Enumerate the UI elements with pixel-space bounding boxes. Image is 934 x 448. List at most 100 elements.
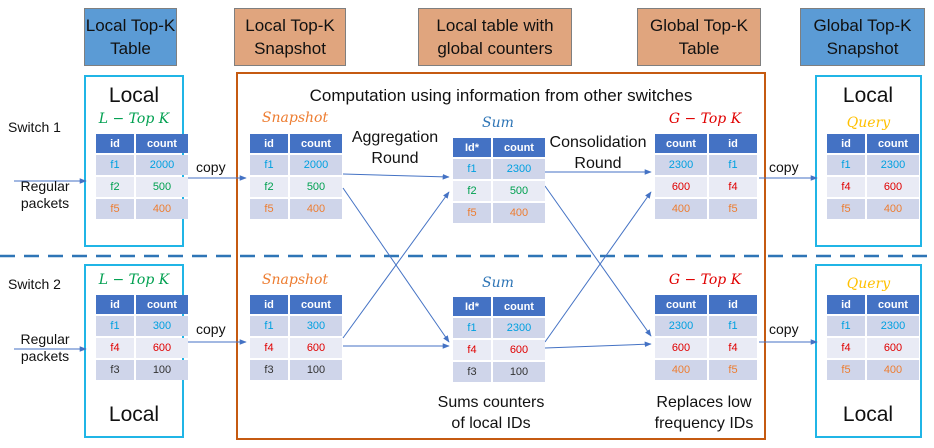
table-cell: f2 [96,177,134,197]
column-header: id [96,295,134,314]
table-cell: 300 [290,316,342,336]
table-cell: f5 [709,360,757,380]
table-cell: f1 [96,316,134,336]
column-header: id [250,134,288,153]
copy-label-1: copy [196,159,226,175]
table-cell: 300 [136,316,188,336]
aggregation-round-label: Aggregation Round [351,129,439,167]
ltopk-title-2: L − Top K [98,272,170,288]
table-cell: f5 [827,360,865,380]
table-cell: f3 [453,362,491,382]
table-cell: 600 [867,338,919,358]
header-local-topk-snapshot: Local Top-K Snapshot [234,8,346,66]
table-cell: 600 [136,338,188,358]
table-cell: 100 [493,362,545,382]
table-cell: f1 [453,318,491,338]
table-cell: f4 [96,338,134,358]
table-cell: 600 [655,177,707,197]
table-cell: f4 [827,177,865,197]
local-label-bottom: Local [108,403,160,426]
table-cell: f4 [709,177,757,197]
table-cell: 2300 [655,316,707,336]
regular-packets-label-1: Regular packets [20,178,70,211]
copy-label-3: copy [769,159,799,175]
column-header: count [136,295,188,314]
table-cell: f1 [96,155,134,175]
column-header: id [709,134,757,153]
table-cell: 2000 [136,155,188,175]
table-cell: f1 [453,159,491,179]
table-cell: 400 [290,199,342,219]
column-header: id [709,295,757,314]
table-cell: f5 [96,199,134,219]
table-cell: f1 [827,155,865,175]
column-header: id [827,134,865,153]
table-cell: f4 [250,338,288,358]
column-header: count [655,134,707,153]
table-cell: f5 [250,199,288,219]
column-header: count [493,297,545,316]
table-cell: f5 [827,199,865,219]
column-header: Id* [453,138,491,157]
switch2-query-box [815,264,922,438]
column-header: count [290,295,342,314]
table-cell: f2 [250,177,288,197]
switch1-query-box [815,75,922,247]
table-cell: f5 [709,199,757,219]
table-cell: 400 [655,199,707,219]
local-label-top: Local [108,84,160,107]
sum-title-1: Sum [482,115,514,131]
header-local-table-global-counters: Local table with global counters [418,8,572,66]
table-cell: 2300 [493,159,545,179]
sum-title-2: Sum [482,275,514,291]
table-cell: 400 [867,199,919,219]
column-header: id [827,295,865,314]
table-cell: 100 [290,360,342,380]
table-cell: f1 [709,155,757,175]
ltopk-title-1: L − Top K [98,111,170,127]
switch1-label: Switch 1 [8,119,61,135]
table-cell: 500 [136,177,188,197]
copy-label-4: copy [769,321,799,337]
table-cell: 100 [136,360,188,380]
table-cell: f4 [453,340,491,360]
consolidation-round-label: Consolidation Round [549,134,647,172]
column-header: count [493,138,545,157]
header-global-topk-snapshot: Global Top-K Snapshot [800,8,925,66]
computation-label: Computation using information from other… [309,86,693,105]
table-cell: 400 [136,199,188,219]
table-cell: 600 [290,338,342,358]
column-header: Id* [453,297,491,316]
snapshot-title-2: Snapshot [261,272,329,288]
local-label-query-top: Local [842,84,894,107]
sums-note: Sums counters of local IDs [437,394,545,432]
table-cell: 2300 [655,155,707,175]
header-local-topk-table: Local Top-K Table [84,8,177,66]
column-header: id [96,134,134,153]
gtopk-title-2: G − Top K [668,272,742,288]
local-label-query-bottom: Local [842,403,894,426]
query-title-2: Query [846,276,891,292]
table-cell: f2 [453,181,491,201]
snapshot-title-1: Snapshot [261,110,329,126]
